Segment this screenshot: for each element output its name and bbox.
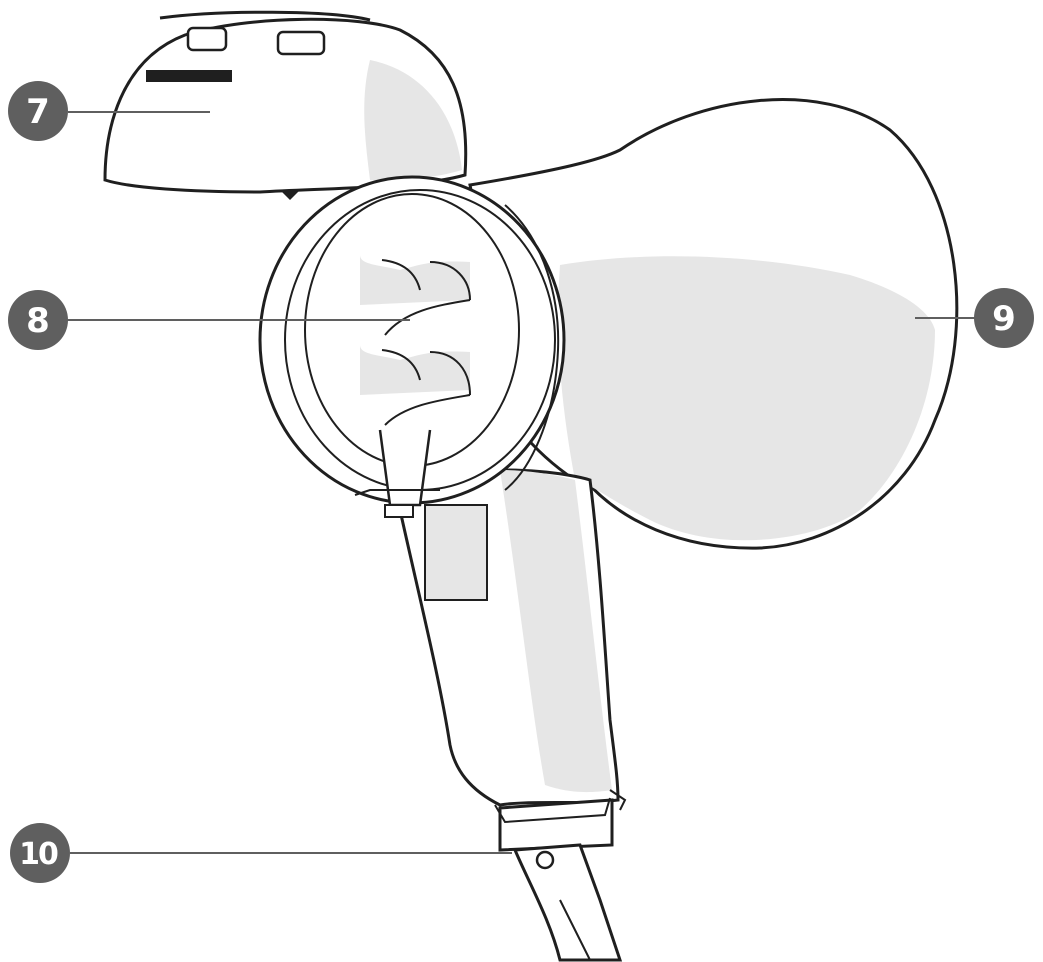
handle (398, 468, 620, 807)
callout-10: 10 (10, 823, 70, 883)
logo-badge (146, 70, 232, 82)
callout-9: 9 (974, 288, 1034, 348)
callout-8-label: 8 (26, 301, 50, 341)
control-module (103, 10, 468, 200)
bracket (494, 789, 627, 962)
callout-lines (66, 111, 975, 854)
callout-8: 8 (8, 290, 68, 350)
horn-bell (468, 98, 959, 550)
callout-7-label: 7 (26, 92, 50, 132)
callout-10-label: 10 (19, 837, 58, 872)
control-knob-left (186, 26, 228, 52)
rear-cover (258, 175, 566, 518)
callout-9-label: 9 (992, 299, 1016, 339)
callout-7: 7 (8, 81, 68, 141)
control-knob-right (276, 30, 326, 56)
